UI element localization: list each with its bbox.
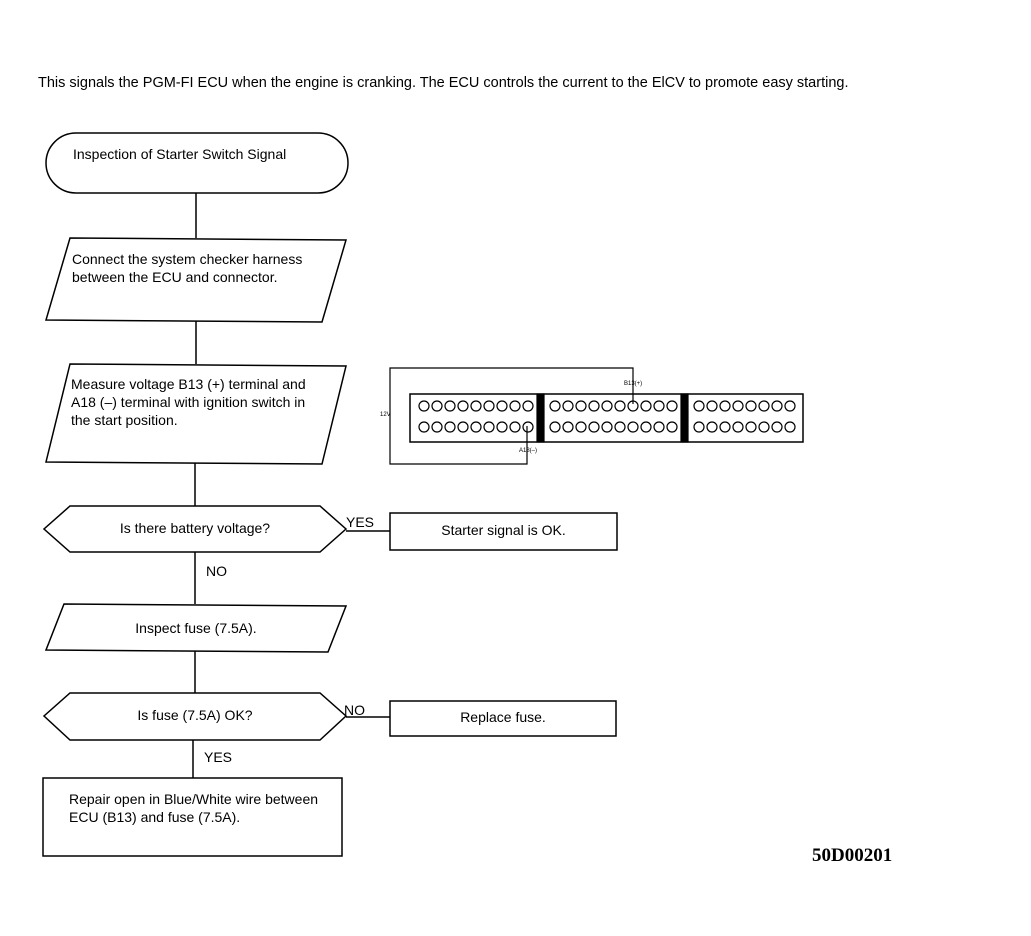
connector-pin xyxy=(732,421,744,433)
connector-pin xyxy=(601,421,613,433)
connector-pin xyxy=(601,400,613,412)
step2-text: Measure voltage B13 (+) terminal and A18… xyxy=(71,376,306,428)
connector-pin xyxy=(784,400,796,412)
decision1-yes-label: YES xyxy=(346,514,375,530)
connector-pin xyxy=(732,400,744,412)
connector-pin xyxy=(666,400,678,412)
result-replace-text: Replace fuse. xyxy=(460,709,546,725)
connector-pin xyxy=(653,400,665,412)
a18-label: A18(–) xyxy=(519,448,538,454)
connector-pin xyxy=(549,421,561,433)
connector-pin xyxy=(431,421,443,433)
connector-pin xyxy=(771,400,783,412)
step3-shape xyxy=(44,603,348,653)
connector-pin xyxy=(758,421,770,433)
result-replace-box xyxy=(389,700,617,737)
connector-pin xyxy=(522,421,534,433)
step2-shape xyxy=(45,363,347,465)
connector-pin xyxy=(575,400,587,412)
connector-pin xyxy=(627,400,639,412)
connector-pin xyxy=(483,400,495,412)
decision1-text: Is there battery voltage? xyxy=(119,520,271,536)
connector-pin xyxy=(444,400,456,412)
connector-pin xyxy=(719,421,731,433)
figure-code: 50D00201 xyxy=(812,845,893,866)
connector-pin xyxy=(496,400,508,412)
connector-pin xyxy=(431,400,443,412)
connector-pin xyxy=(653,421,665,433)
connector-pin xyxy=(549,400,561,412)
result-repair-text: Repair open in Blue/White wire between E… xyxy=(69,791,319,825)
connector-pin xyxy=(784,421,796,433)
connector-pin xyxy=(706,400,718,412)
step1-shape xyxy=(45,237,347,323)
connector-pin xyxy=(562,421,574,433)
connector-pin xyxy=(575,421,587,433)
connector-pin xyxy=(771,421,783,433)
connector-pin xyxy=(522,400,534,412)
connector-diagram xyxy=(389,367,804,465)
connector-pin xyxy=(483,421,495,433)
step3-text: Inspect fuse (7.5A). xyxy=(135,620,257,636)
connector-pin xyxy=(666,421,678,433)
decision1-shape xyxy=(42,505,348,553)
connector-pin xyxy=(418,400,430,412)
connector-pin xyxy=(418,421,430,433)
decision2-no-label: NO xyxy=(344,702,365,718)
result-ok-box xyxy=(389,512,618,551)
connector-pin xyxy=(640,421,652,433)
connector-pin xyxy=(562,400,574,412)
voltage-label: 12V xyxy=(380,412,391,418)
connector-pin xyxy=(444,421,456,433)
connector-pin xyxy=(588,400,600,412)
connector-pin xyxy=(470,400,482,412)
start-text: Inspection of Starter Switch Signal xyxy=(73,146,287,162)
connector-pin xyxy=(627,421,639,433)
b13-label: B13(+) xyxy=(624,381,643,387)
result-repair-box xyxy=(42,777,343,857)
connector-pin xyxy=(706,421,718,433)
connector-pin xyxy=(509,400,521,412)
connector-pin xyxy=(693,421,705,433)
connector-pin xyxy=(693,400,705,412)
connector-pin xyxy=(496,421,508,433)
connector-pin xyxy=(758,400,770,412)
connector-pin xyxy=(588,421,600,433)
connector-pin xyxy=(745,400,757,412)
decision2-yes-label: YES xyxy=(204,749,233,765)
decision1-no-label: NO xyxy=(206,563,227,579)
connector-pin xyxy=(614,421,626,433)
connector-pin xyxy=(640,400,652,412)
start-terminal xyxy=(45,132,349,194)
connector-pin xyxy=(470,421,482,433)
decision2-shape xyxy=(42,692,348,741)
connector-pin xyxy=(509,421,521,433)
connector-pin xyxy=(457,400,469,412)
connector-pin xyxy=(614,400,626,412)
result-ok-text: Starter signal is OK. xyxy=(441,522,566,538)
intro-text: This signals the PGM-FI ECU when the eng… xyxy=(38,75,849,91)
connector-pin xyxy=(745,421,757,433)
connector-pin xyxy=(719,400,731,412)
decision2-text: Is fuse (7.5A) OK? xyxy=(137,707,253,723)
step1-text: Connect the system checker harness betwe… xyxy=(72,251,303,285)
connector-pin xyxy=(457,421,469,433)
